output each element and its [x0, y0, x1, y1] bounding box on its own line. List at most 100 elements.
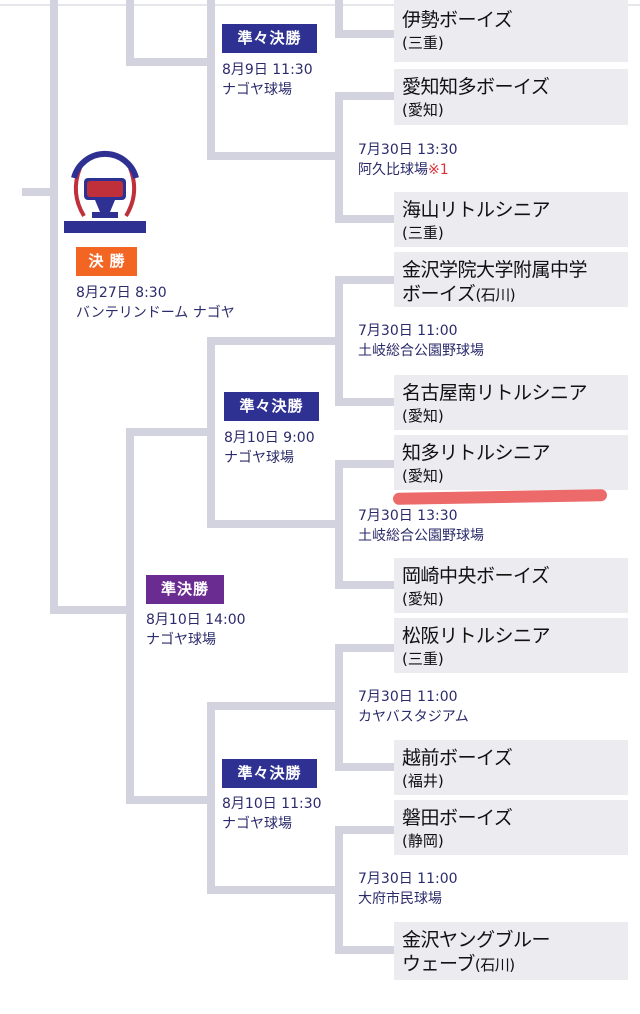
bracket-line [335, 398, 395, 406]
match-info: 7月30日 13:30 土岐総合公園野球場 [358, 506, 484, 546]
bracket-line [22, 188, 56, 196]
team-name: 松阪リトルシニア [402, 625, 551, 647]
bracket-line [335, 215, 395, 223]
bracket-line [126, 0, 134, 66]
team-name: 磐田ボーイズ [402, 807, 513, 829]
team-box[interactable]: 海山リトルシニア (三重) [394, 192, 628, 247]
top-divider [0, 4, 640, 6]
team-prefecture: (静岡) [402, 832, 444, 850]
team-prefecture: (福井) [402, 772, 444, 790]
team-prefecture: (三重) [402, 650, 444, 668]
match-date: 8月10日 9:00 [224, 430, 315, 446]
team-name: 伊勢ボーイズ [402, 9, 513, 31]
team-box[interactable]: 名古屋南リトルシニア (愛知) [394, 375, 628, 430]
team-name: 金沢学院大学附属中学 [402, 259, 588, 281]
bracket-line [207, 886, 343, 894]
team-box[interactable]: 磐田ボーイズ (静岡) [394, 800, 628, 855]
match-info: 8月10日 11:30 ナゴヤ球場 [222, 794, 322, 834]
quarterfinal-badge: 準々決勝 [224, 392, 319, 421]
match-date: 7月30日 11:00 [358, 323, 458, 339]
bracket-line [335, 581, 395, 589]
bracket-line [50, 606, 133, 614]
match-date: 8月27日 8:30 [76, 285, 167, 301]
team-prefecture: (石川) [475, 286, 516, 304]
team-name-line2: ボーイズ [402, 283, 476, 305]
bracket-line [335, 92, 343, 223]
bracket-line [126, 58, 214, 66]
match-venue: ナゴヤ球場 [222, 816, 292, 832]
team-prefecture: (愛知) [402, 407, 444, 425]
bracket-line [335, 644, 395, 652]
match-info: 7月30日 11:00 大府市民球場 [358, 869, 458, 909]
bracket-line [207, 0, 215, 160]
final-badge: 決勝 [76, 247, 137, 276]
bracket-line [50, 0, 58, 614]
match-date: 8月10日 14:00 [146, 612, 246, 628]
team-box[interactable]: 知多リトルシニア (愛知) [394, 435, 628, 490]
match-venue: カヤバスタジアム [358, 709, 469, 725]
red-highlight-stroke [392, 489, 608, 505]
match-venue: ナゴヤ球場 [146, 632, 216, 648]
match-venue: 土岐総合公園野球場 [358, 528, 484, 544]
bracket-line [335, 92, 395, 100]
team-box[interactable]: 愛知知多ボーイズ (愛知) [394, 69, 628, 125]
match-venue: 土岐総合公園野球場 [358, 343, 484, 359]
team-name: 岡崎中央ボーイズ [402, 565, 550, 587]
match-venue: ナゴヤ球場 [224, 450, 294, 466]
bracket-line [335, 826, 395, 834]
team-box[interactable]: 松阪リトルシニア (三重) [394, 618, 628, 673]
team-name: 名古屋南リトルシニア [402, 382, 588, 404]
team-box[interactable]: 越前ボーイズ (福井) [394, 740, 628, 795]
bracket-line [335, 0, 343, 38]
bracket-line [335, 276, 343, 406]
bracket-line [335, 460, 343, 589]
match-venue: 大府市民球場 [358, 891, 442, 907]
quarterfinal-badge: 準々決勝 [222, 759, 317, 788]
match-date: 7月30日 13:30 [358, 142, 458, 158]
bracket-line [335, 644, 343, 771]
match-info: 7月30日 13:30 阿久比球場※1 [358, 140, 458, 180]
match-info: 7月30日 11:00 土岐総合公園野球場 [358, 321, 484, 361]
venue-note: ※1 [428, 162, 449, 178]
team-prefecture: (三重) [402, 224, 444, 242]
bracket-line [335, 276, 395, 284]
bracket-line [207, 520, 343, 528]
bracket-line [207, 337, 343, 345]
team-name: 愛知知多ボーイズ [402, 76, 550, 98]
team-box[interactable]: 伊勢ボーイズ (三重) [394, 0, 628, 62]
match-info: 8月9日 11:30 ナゴヤ球場 [222, 60, 313, 100]
match-info: 8月27日 8:30 バンテリンドーム ナゴヤ [76, 283, 235, 323]
bracket-line [126, 796, 214, 804]
team-box[interactable]: 金沢ヤングブルー ウェーブ(石川) [394, 922, 628, 980]
quarterfinal-badge: 準々決勝 [222, 24, 317, 53]
match-date: 8月9日 11:30 [222, 62, 313, 78]
bracket-line [126, 428, 134, 804]
bracket-line [207, 702, 343, 710]
bracket-line [126, 428, 214, 436]
bracket-line [335, 946, 395, 954]
bracket-line [207, 152, 343, 160]
match-venue: ナゴヤ球場 [222, 82, 292, 98]
team-prefecture: (愛知) [402, 101, 444, 119]
team-box[interactable]: 金沢学院大学附属中学 ボーイズ(石川) [394, 252, 628, 307]
team-name: 越前ボーイズ [402, 747, 513, 769]
team-name: 知多リトルシニア [402, 442, 551, 464]
bracket-line [207, 337, 215, 528]
match-date: 8月10日 11:30 [222, 796, 322, 812]
bracket-line [207, 702, 215, 894]
team-prefecture: (石川) [474, 956, 515, 974]
team-prefecture: (三重) [402, 34, 444, 52]
bracket-line [335, 30, 395, 38]
team-box[interactable]: 岡崎中央ボーイズ (愛知) [394, 558, 628, 613]
bracket-line [335, 763, 395, 771]
match-info: 8月10日 9:00 ナゴヤ球場 [224, 428, 315, 468]
bracket-line [335, 826, 343, 954]
bracket-line [335, 460, 395, 468]
team-prefecture: (愛知) [402, 590, 444, 608]
match-venue: バンテリンドーム ナゴヤ [76, 305, 235, 321]
match-info: 8月10日 14:00 ナゴヤ球場 [146, 610, 246, 650]
team-prefecture: (愛知) [402, 467, 444, 485]
semifinal-badge: 準決勝 [146, 575, 224, 604]
team-name: 海山リトルシニア [402, 199, 551, 221]
